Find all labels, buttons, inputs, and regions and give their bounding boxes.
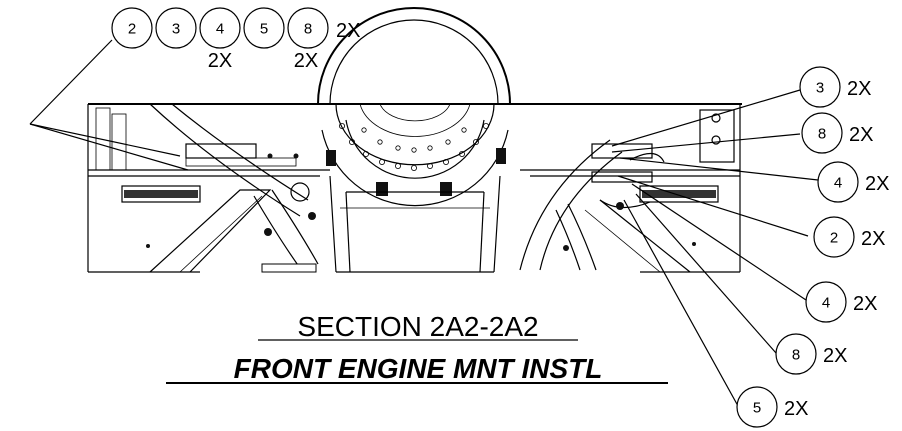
svg-text:5: 5 — [753, 400, 761, 417]
svg-text:8: 8 — [304, 21, 312, 38]
top-balloon-4: 4 — [199, 7, 241, 49]
svg-text:3: 3 — [816, 80, 824, 97]
svg-text:2: 2 — [128, 21, 136, 38]
top-balloon-2: 2 — [111, 7, 153, 49]
svg-text:8: 8 — [792, 347, 800, 364]
section-subtitle: FRONT ENGINE MNT INSTL — [234, 353, 603, 384]
svg-text:4: 4 — [822, 295, 830, 312]
svg-text:3: 3 — [172, 21, 180, 38]
right-balloon-8-lower: 8 2X — [775, 333, 847, 375]
top-balloon-5: 5 — [243, 7, 285, 49]
right-balloon-4-lower: 4 2X — [805, 281, 877, 323]
svg-text:2X: 2X — [849, 124, 873, 146]
svg-text:2X: 2X — [861, 228, 885, 250]
svg-text:4: 4 — [834, 175, 842, 192]
svg-text:2X: 2X — [784, 398, 808, 420]
section-title: SECTION 2A2-2A2 — [297, 311, 538, 342]
top-qty-under-4: 2X — [208, 50, 232, 72]
svg-text:2X: 2X — [865, 173, 889, 195]
svg-text:5: 5 — [260, 21, 268, 38]
top-balloon-3: 3 — [155, 7, 197, 49]
leader-lines — [29, 39, 819, 407]
right-callouts: 3 2X 8 2X 4 2X 2 2X 4 2X 8 2X — [736, 66, 889, 428]
top-qty-under-8: 2X — [294, 50, 318, 72]
svg-text:2X: 2X — [847, 78, 871, 100]
svg-text:4: 4 — [216, 21, 224, 38]
top-balloon-8: 8 — [287, 7, 329, 49]
right-balloon-5: 5 2X — [736, 386, 808, 428]
right-balloon-4-upper: 4 2X — [817, 161, 889, 203]
svg-text:2X: 2X — [823, 345, 847, 367]
right-balloon-8-upper: 8 2X — [801, 112, 873, 154]
svg-text:2X: 2X — [853, 293, 877, 315]
svg-text:8: 8 — [818, 126, 826, 143]
svg-text:2: 2 — [830, 230, 838, 247]
top-callout: 2 3 4 5 8 2X 2X 2X — [111, 7, 360, 72]
engine-mount-linework — [87, 7, 742, 273]
right-balloon-2: 2 2X — [813, 216, 885, 258]
top-trailing-qty: 2X — [336, 20, 360, 42]
right-balloon-3: 3 2X — [799, 66, 871, 108]
flywheel-bolt-pattern — [338, 123, 489, 171]
